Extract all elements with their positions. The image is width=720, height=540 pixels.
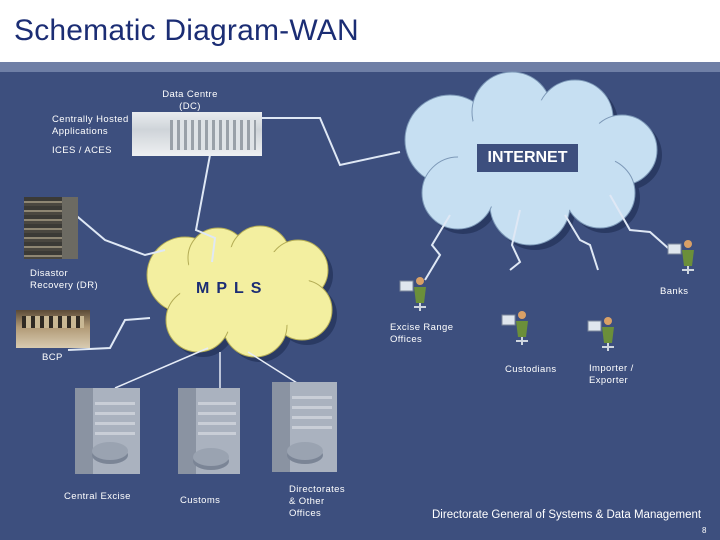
internet-label-box: INTERNET xyxy=(477,144,578,172)
mpls-label: MPLS xyxy=(196,280,269,297)
building-icon-customs xyxy=(178,388,240,474)
custodians-label: Custodians xyxy=(505,364,557,375)
customs-label: Customs xyxy=(180,495,221,506)
title-band xyxy=(0,0,720,62)
bcp-photo xyxy=(16,310,90,348)
person-icon-importer xyxy=(587,317,614,351)
footer-text: Directorate General of Systems & Data Ma… xyxy=(432,509,702,521)
link-bcp-mpls xyxy=(67,317,151,351)
link-dc-internet xyxy=(262,117,401,167)
wan-links xyxy=(67,117,669,351)
link-dc-mpls xyxy=(194,154,217,263)
link-internet-importer xyxy=(564,214,599,271)
data-centre-label: Data Centre (DC) xyxy=(162,89,218,112)
internet-label: INTERNET xyxy=(487,149,568,166)
link-dr-mpls xyxy=(71,211,166,257)
building-icon-directorates xyxy=(272,382,337,472)
link-internet-banks xyxy=(609,194,669,249)
disaster-recovery-photo xyxy=(24,197,78,259)
person-icon-excise-range xyxy=(399,277,426,311)
centrally-hosted-label: Centrally Hosted Applications xyxy=(52,114,129,137)
person-icon-banks xyxy=(667,240,694,274)
building-icon-central-excise xyxy=(75,388,140,474)
central-excise-label: Central Excise xyxy=(64,491,131,502)
link-mpls-central-excise xyxy=(114,347,209,389)
excise-range-label: Excise Range Offices xyxy=(390,322,454,345)
data-centre-photo xyxy=(132,112,262,156)
bcp-label: BCP xyxy=(42,352,63,363)
link-internet-excise xyxy=(424,214,451,281)
link-internet-custodians xyxy=(509,209,522,271)
title-rule xyxy=(0,62,720,72)
directorates-label: Directorates & Other Offices xyxy=(289,484,346,519)
ices-aces-label: ICES / ACES xyxy=(52,145,112,156)
person-icon-custodians xyxy=(501,311,528,345)
importer-exporter-label: Importer / Exporter xyxy=(589,363,634,386)
page-number: 8 xyxy=(702,526,707,535)
disaster-recovery-label: Disastor Recovery (DR) xyxy=(30,268,99,291)
slide-title: Schematic Diagram-WAN xyxy=(14,14,359,47)
mpls-cloud xyxy=(146,225,337,362)
banks-label: Banks xyxy=(660,286,689,297)
